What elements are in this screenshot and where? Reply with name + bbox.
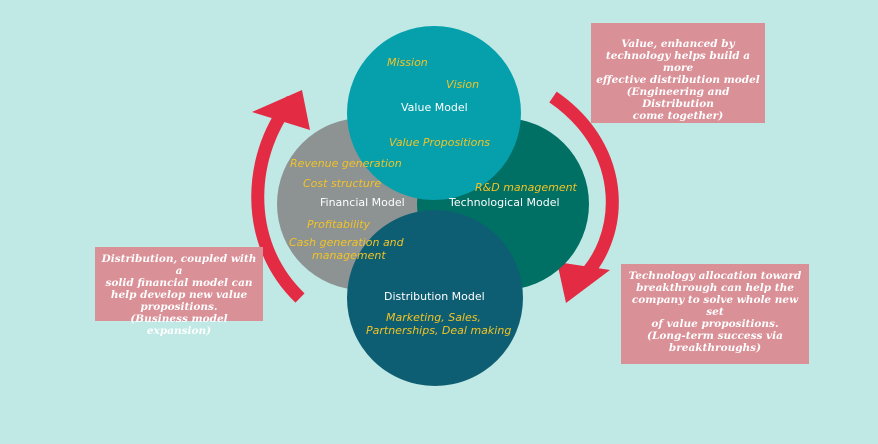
distribution-model-title: Distribution Model bbox=[384, 290, 485, 303]
financial-item-cost: Cost structure bbox=[303, 177, 382, 190]
distribution-item-marketing: Marketing, Sales, bbox=[386, 311, 481, 324]
note-line: (Long-term success via bbox=[647, 330, 783, 342]
note-line: Distribution, coupled with a bbox=[101, 253, 257, 277]
value-item-value-propositions: Value Propositions bbox=[389, 136, 491, 149]
financial-item-cash: Cash generation and bbox=[289, 236, 404, 249]
financial-item-revenue: Revenue generation bbox=[290, 157, 402, 170]
value-item-vision: Vision bbox=[446, 78, 480, 91]
note-line: Value, enhanced by bbox=[621, 38, 735, 50]
note-bottom-right: Technology allocation toward breakthroug… bbox=[621, 264, 809, 364]
note-line: come together) bbox=[632, 110, 724, 122]
value-item-mission: Mission bbox=[387, 56, 428, 69]
note-line: (Business model expansion) bbox=[130, 313, 228, 337]
distribution-model-circle bbox=[347, 210, 523, 386]
note-line: propositions. bbox=[140, 301, 218, 313]
note-top-right: Value, enhanced by technology helps buil… bbox=[591, 23, 765, 123]
note-line: of value propositions. bbox=[651, 318, 779, 330]
note-line: solid financial model can bbox=[105, 277, 253, 289]
financial-model-title: Financial Model bbox=[320, 196, 405, 209]
note-line: breakthrough can help the bbox=[636, 282, 794, 294]
technological-model-title: Technological Model bbox=[449, 196, 560, 209]
value-model-title: Value Model bbox=[401, 101, 468, 114]
distribution-item-partnerships: Partnerships, Deal making bbox=[366, 324, 512, 337]
note-line: technology helps build a more bbox=[605, 50, 751, 74]
value-model-circle bbox=[347, 26, 521, 200]
note-line: help develop new value bbox=[110, 289, 248, 301]
financial-item-profitability: Profitability bbox=[307, 218, 371, 231]
note-line: (Engineering and Distribution bbox=[626, 86, 730, 110]
note-line: breakthroughs) bbox=[668, 342, 762, 354]
note-left: Distribution, coupled with a solid finan… bbox=[95, 247, 263, 337]
financial-item-cash-2: management bbox=[312, 249, 386, 262]
left-cycle-arrow bbox=[251, 90, 310, 303]
note-line: effective distribution model bbox=[596, 74, 760, 86]
tech-item-rd: R&D management bbox=[475, 181, 577, 194]
note-line: Technology allocation toward bbox=[628, 270, 802, 282]
right-cycle-arrow bbox=[549, 91, 619, 303]
note-line: company to solve whole new set bbox=[631, 294, 799, 318]
